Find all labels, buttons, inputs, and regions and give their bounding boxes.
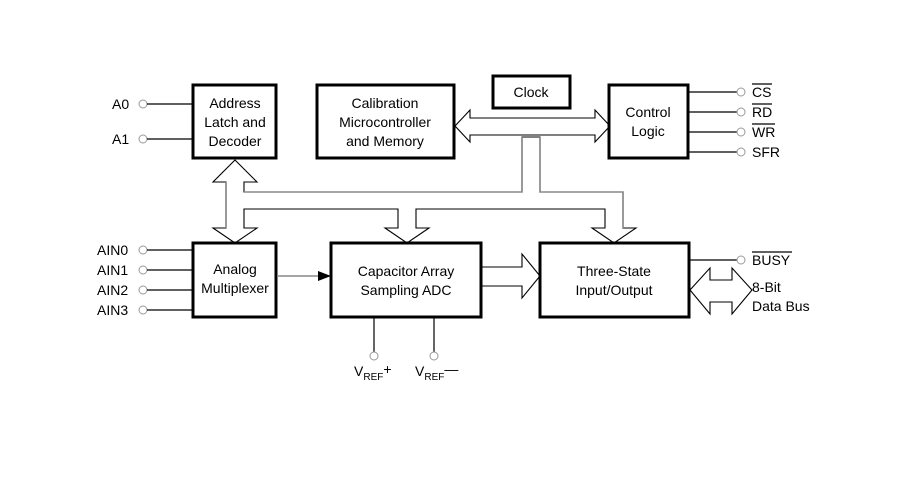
pin-ain1: AIN1	[97, 262, 193, 278]
analog-mux-line-1: Analog	[213, 261, 257, 277]
pin-terminal-icon	[736, 255, 746, 265]
data-bus-label-1: 8-Bit	[752, 279, 781, 295]
data-bus-label-2: Data Bus	[752, 298, 810, 314]
pin-terminal-icon	[736, 87, 746, 97]
pin-ain3: AIN3	[97, 302, 193, 318]
pin-terminal-icon	[369, 351, 379, 361]
pin-a0-label: A0	[112, 96, 129, 112]
analog-mux-line-2: Multiplexer	[201, 280, 269, 296]
pin-sfr: SFR	[689, 144, 780, 160]
pin-ain1-label: AIN1	[97, 262, 128, 278]
control-logic-block: Control Logic	[607, 83, 690, 160]
adc-block: Capacitor Array Sampling ADC	[329, 241, 483, 319]
io-line-2: Input/Output	[575, 282, 652, 298]
pin-busy-label: BUSY	[752, 252, 791, 268]
pin-rd: RD	[689, 103, 772, 120]
pin-terminal-icon	[138, 245, 148, 255]
pin-terminal-icon	[138, 285, 148, 295]
address-latch-line-1: Address	[209, 95, 260, 111]
pin-terminal-icon	[736, 127, 746, 137]
calibration-block: Calibration Microcontroller and Memory	[315, 83, 456, 160]
pin-terminal-icon	[138, 305, 148, 315]
analog-mux-block: Analog Multiplexer	[191, 241, 278, 319]
pin-ain2-label: AIN2	[97, 282, 128, 298]
address-latch-line-2: Latch and	[204, 114, 266, 130]
bus-inner-line	[539, 137, 624, 228]
clock-block: Clock	[491, 74, 572, 110]
io-to-databus-arrow	[689, 266, 753, 316]
io-line-1: Three-State	[577, 263, 651, 279]
clock-label: Clock	[513, 84, 549, 100]
control-logic-line-1: Control	[625, 104, 670, 120]
pin-terminal-icon	[138, 134, 148, 144]
pin-a1-label: A1	[112, 131, 129, 147]
pin-a0: A0	[112, 96, 193, 112]
pin-sfr-label: SFR	[752, 144, 780, 160]
pin-cs: CS	[689, 83, 772, 100]
adc-to-io-arrow	[482, 252, 541, 300]
pin-ain0-label: AIN0	[97, 242, 128, 258]
control-logic-line-2: Logic	[631, 123, 664, 139]
adc-line-2: Sampling ADC	[360, 282, 451, 298]
address-latch-line-3: Decoder	[209, 133, 262, 149]
vref-minus-label: VREF—	[415, 361, 458, 383]
pin-ain3-label: AIN3	[97, 302, 128, 318]
pin-busy: BUSY	[690, 251, 792, 268]
pin-a1: A1	[112, 131, 193, 147]
pin-wr-label: WR	[752, 124, 775, 140]
calibration-line-2: Microcontroller	[339, 114, 431, 130]
pin-terminal-icon	[736, 107, 746, 117]
pin-wr: WR	[689, 123, 775, 140]
calibration-line-1: Calibration	[352, 95, 419, 111]
pin-ain2: AIN2	[97, 282, 193, 298]
pin-ain0: AIN0	[97, 242, 193, 258]
bus-inner-line	[244, 137, 523, 193]
pin-terminal-icon	[138, 265, 148, 275]
pin-terminal-icon	[736, 147, 746, 157]
pin-terminal-icon	[429, 351, 439, 361]
pin-cs-label: CS	[752, 84, 771, 100]
calibration-line-3: and Memory	[346, 133, 424, 149]
pin-vref-minus: VREF—	[415, 318, 458, 383]
pin-vref-plus: VREF+	[354, 318, 392, 383]
vref-plus-label: VREF+	[354, 361, 392, 383]
calibration-control-bus	[454, 108, 611, 144]
io-block: Three-State Input/Output	[538, 241, 691, 319]
pin-rd-label: RD	[752, 104, 772, 120]
adc-line-1: Capacitor Array	[358, 263, 454, 279]
mux-to-adc-arrowhead	[318, 271, 331, 281]
address-latch-block: Address Latch and Decoder	[191, 83, 278, 160]
pin-terminal-icon	[138, 99, 148, 109]
